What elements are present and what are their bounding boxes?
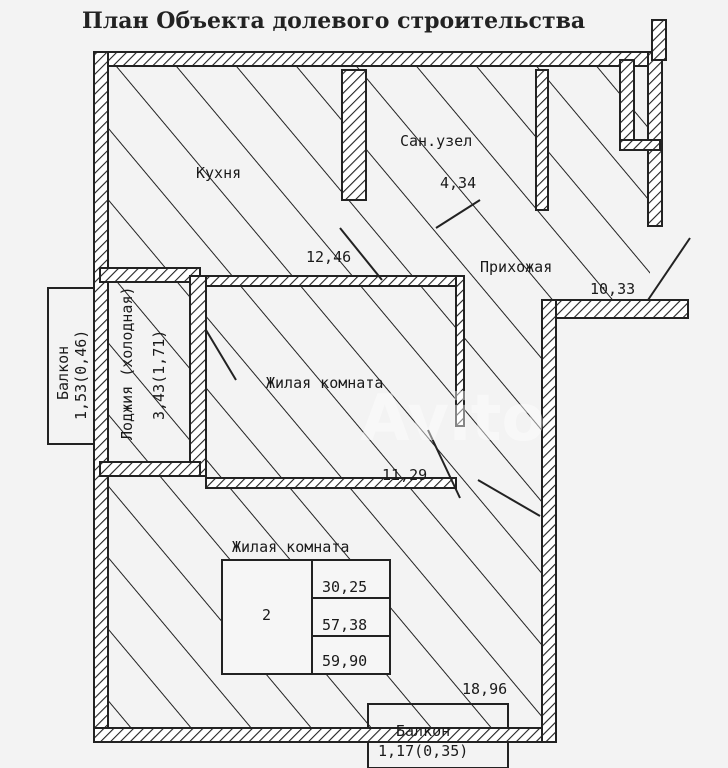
kitchen-area: 12,46: [306, 248, 351, 266]
living-room-1-label: Жилая комната: [266, 374, 383, 392]
bathroom-label: Сан.узел: [400, 132, 472, 150]
loggia-area: 3,43(1,71): [150, 330, 168, 420]
plan-title: План Объекта долевого строительства: [82, 8, 585, 34]
balcony-left-label: Балкон: [54, 346, 72, 400]
total-area: 57,38: [322, 616, 367, 634]
living-room-2-label: Жилая комната: [232, 538, 349, 556]
entry-landing: [547, 299, 689, 319]
loggia-label: Лоджия (холодная): [118, 286, 136, 440]
rooms-count: 2: [262, 606, 271, 624]
balcony-left-area: 1,53(0,46): [72, 330, 90, 420]
hallway-area: 10,33: [590, 280, 635, 298]
interior-walls: [99, 69, 549, 489]
hallway-label: Прихожая: [480, 258, 552, 276]
avito-watermark: Avito: [360, 382, 545, 456]
outer-walls: [93, 19, 667, 743]
living-room-2-area: 18,96: [462, 680, 507, 698]
door-swings: [205, 199, 691, 517]
bathroom-area: 4,34: [440, 174, 476, 192]
total-area-with-balconies: 59,90: [322, 652, 367, 670]
balcony-bottom-label: Балкон: [396, 722, 450, 740]
area-summary-table: [221, 559, 391, 675]
kitchen-label: Кухня: [196, 164, 241, 182]
living-room-1-area: 11,29: [382, 466, 427, 484]
living-area: 30,25: [322, 578, 367, 596]
balcony-bottom-area: 1,17(0,35): [378, 742, 468, 760]
